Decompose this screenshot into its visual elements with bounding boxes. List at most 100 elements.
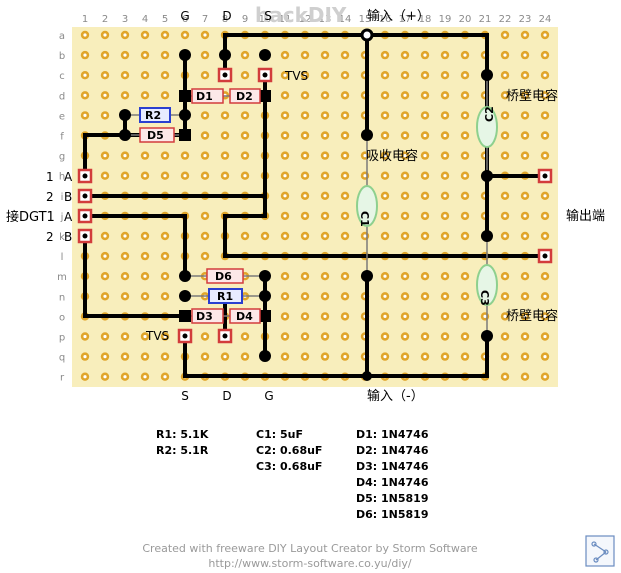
d4-label: D4 <box>236 310 253 323</box>
board-pad-hole <box>443 133 447 138</box>
board-pad-hole <box>223 355 227 359</box>
board-background <box>72 27 558 387</box>
board-pad-hole <box>423 234 427 238</box>
column-number: 2 <box>102 14 108 25</box>
column-number: 21 <box>479 14 492 25</box>
board-pad-hole <box>123 33 127 37</box>
terminal-pad-dots <box>82 72 548 339</box>
label-left-1: 1 <box>46 170 54 184</box>
board-pad-hole <box>383 294 387 298</box>
board-pad-hole <box>303 355 307 359</box>
board-pad-hole <box>343 194 347 198</box>
board-pad-hole <box>503 53 507 57</box>
board-pad-hole <box>523 214 527 218</box>
board-pad-hole <box>443 234 447 238</box>
board-pad-hole <box>463 214 467 218</box>
bom-c1: C1: 5uF <box>256 428 303 441</box>
board-pad-hole <box>323 73 327 77</box>
board-pad-hole <box>303 334 307 339</box>
capacitor-c2: C2 <box>476 106 498 148</box>
board-pad-hole <box>163 33 167 37</box>
column-number: 10 <box>259 14 272 25</box>
label-bottom-s: S <box>181 389 189 403</box>
board-pad-hole <box>463 334 467 339</box>
bom-c2: C2: 0.68uF <box>256 444 322 457</box>
board-pad-hole <box>383 334 387 339</box>
d6-label: D6 <box>215 270 232 283</box>
board-pad-hole <box>123 274 127 278</box>
diode-d2: D2 <box>229 88 261 104</box>
board-pad-hole <box>543 33 547 37</box>
board-pad-hole <box>523 133 527 138</box>
board-pad-hole <box>423 294 427 298</box>
watermark: hackDIY <box>255 3 347 27</box>
board-pad-hole <box>423 174 427 178</box>
board-pad-hole <box>543 274 547 278</box>
board-pad-hole <box>243 133 247 138</box>
board-pad-hole <box>203 154 207 158</box>
board-pad-hole <box>443 154 447 158</box>
board-pad-hole <box>443 73 447 77</box>
board-pad-hole <box>423 93 427 97</box>
board-pad-hole <box>143 174 147 178</box>
board-pad-hole <box>243 174 247 178</box>
board-pad-hole <box>163 274 167 278</box>
board-pad-hole <box>83 375 87 379</box>
board-pad-hole <box>423 53 427 57</box>
label-bridge-cap-bottom: 桥壁电容 <box>506 308 558 324</box>
label-top-g: G <box>180 9 189 23</box>
row-letter: r <box>60 373 65 384</box>
board-pad-hole <box>163 93 167 97</box>
board-pad-hole <box>403 234 407 238</box>
credit-line-1: Created with freeware DIY Layout Creator… <box>142 542 477 555</box>
board-pad-hole <box>243 334 247 339</box>
board-pad-hole <box>83 355 87 359</box>
row-letter: a <box>59 31 65 42</box>
board-pad-hole <box>123 53 127 57</box>
board-pad-hole <box>403 334 407 339</box>
label-left-b1: B <box>64 190 72 204</box>
board-pad-hole <box>543 214 547 218</box>
board-pad-hole <box>203 334 207 339</box>
label-left-a2: A <box>64 210 73 224</box>
board-pad-hole <box>463 73 467 77</box>
board-pad-hole <box>203 33 207 37</box>
label-left-b2: B <box>64 230 72 244</box>
credit-line-2: http://www.storm-software.co.yu/diy/ <box>208 557 412 570</box>
board-pad-hole <box>283 234 287 238</box>
board-pad-hole <box>343 294 347 298</box>
board-pad-hole <box>323 174 327 178</box>
board-pad-hole <box>423 355 427 359</box>
label-top-d: D <box>222 9 231 23</box>
board-pad-hole <box>83 73 87 77</box>
board-pad-hole <box>443 274 447 278</box>
board-pad-hole <box>523 274 527 278</box>
board-pad-hole <box>503 294 507 298</box>
board-pad-hole <box>223 113 227 117</box>
bom-r2: R2: 5.1R <box>156 444 209 457</box>
label-left-2a: 2 <box>46 190 54 204</box>
board-pad-hole <box>343 113 347 117</box>
board-pad-hole <box>463 314 467 318</box>
board-pad-hole <box>263 234 267 238</box>
diode-end-caps <box>179 90 271 322</box>
board-pad-hole <box>463 274 467 278</box>
bom-diodes: D1: 1N4746 D2: 1N4746 D3: 1N4746 D4: 1N4… <box>356 428 429 521</box>
board-pad-hole <box>303 73 307 77</box>
board-pad-hole <box>243 113 247 117</box>
board-pad-hole <box>343 314 347 318</box>
board-pad-hole <box>83 53 87 57</box>
board-pad-hole <box>523 194 527 198</box>
board-pad-hole <box>163 154 167 158</box>
board-pad-hole <box>283 355 287 359</box>
board-pad-hole <box>163 254 167 258</box>
board-pad-hole <box>303 174 307 178</box>
board-pad-hole <box>103 294 107 298</box>
board-pad-hole <box>503 234 507 238</box>
board-pad-hole <box>103 254 107 258</box>
input-plus-node <box>360 28 374 42</box>
column-number: 8 <box>222 14 228 25</box>
board-pad-hole <box>223 154 227 158</box>
row-letter: p <box>59 333 65 344</box>
board-pad-hole <box>503 93 507 97</box>
